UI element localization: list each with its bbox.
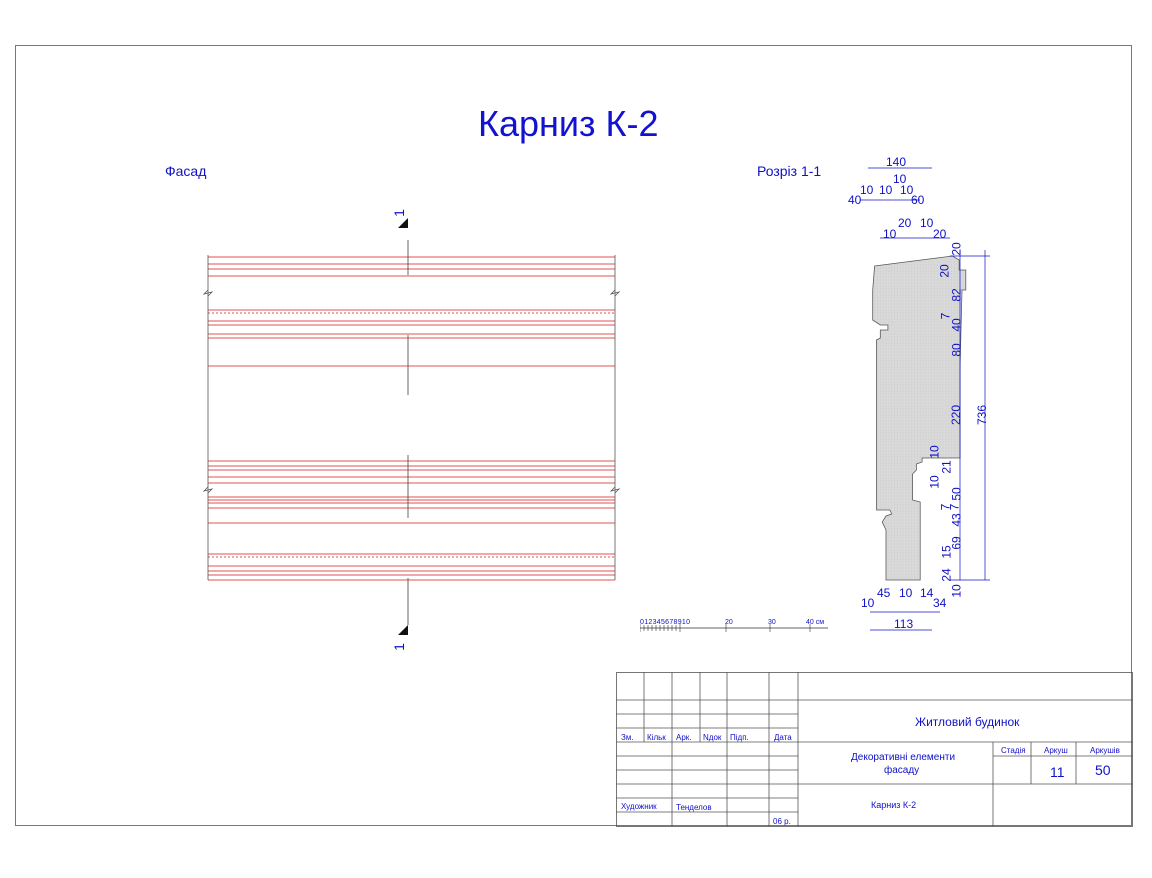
dimension-label: 40 — [848, 193, 862, 207]
facade-drawing — [202, 218, 621, 635]
drawing-frame — [15, 45, 1132, 826]
dimension-label: 20 — [937, 264, 952, 278]
section-profile-drawing — [860, 167, 990, 631]
dimension-label: 10 — [883, 227, 897, 241]
dimension-label: 40 — [949, 318, 964, 332]
project-name: Житловий будинок — [915, 715, 1020, 729]
dimension-label: 10 — [920, 216, 934, 230]
scale-bar-label: 40 см — [806, 619, 825, 626]
dimension-label: 10 — [860, 183, 874, 197]
dimension-label: 50 — [949, 487, 964, 501]
dimension-label: 140 — [886, 155, 907, 169]
section-mark-top: 1 — [390, 209, 407, 217]
title-block-col-header: Підп. — [730, 733, 749, 742]
sheets-count: 50 — [1095, 762, 1111, 778]
facade-bands — [208, 256, 615, 581]
dimension-label: 24 — [939, 568, 954, 582]
title-block-col-header: Кільк — [647, 733, 666, 742]
author-name: Тенделов — [676, 803, 712, 812]
scale-bar-label: 20 — [725, 619, 733, 626]
dimension-label: 20 — [949, 242, 964, 256]
title-block-col-header: Зм. — [621, 733, 634, 742]
title-block-col-header: Nдок — [703, 733, 722, 742]
dimension-label: 60 — [911, 193, 925, 207]
sheets-label: Аркушів — [1090, 746, 1120, 755]
scale-bar-label: 30 — [768, 619, 776, 626]
scale-bar-small-ticks: 012345678910 — [640, 619, 691, 626]
dimension-label: 10 — [927, 445, 942, 459]
drawing-title: Карниз К-2 — [478, 103, 659, 144]
dimension-label-total-height: 736 — [975, 404, 990, 426]
facade-edges — [202, 255, 621, 580]
dimension-label: 10 — [879, 183, 893, 197]
drawing-date: 06 р. — [773, 817, 791, 826]
dimension-label: 10 — [899, 586, 913, 600]
title-block-grid — [616, 672, 1133, 827]
dimension-label: 10 — [949, 584, 964, 598]
dimension-label: 82 — [949, 288, 964, 302]
stage-label: Стадія — [1001, 746, 1026, 755]
dimension-label: 10 — [927, 475, 942, 489]
section-view-label: Розріз 1-1 — [757, 163, 822, 179]
sheet-label: Аркуш — [1044, 746, 1068, 755]
section-arrow-top — [398, 218, 408, 228]
dimension-label: 80 — [949, 343, 964, 357]
dimension-label: 10 — [861, 596, 875, 610]
dimension-label: 34 — [933, 596, 947, 610]
dimension-lines — [860, 167, 990, 631]
section-arrow-bottom — [398, 625, 408, 635]
dimension-label: 10 — [893, 172, 907, 186]
title-block-col-header: Дата — [774, 733, 792, 742]
dimension-label: 14 — [920, 586, 934, 600]
dimension-label: 21 — [939, 460, 954, 474]
facade-view-label: Фасад — [165, 163, 207, 179]
dimension-label-total-width: 113 — [894, 617, 914, 631]
drawing-title-line1: Декоративні елементи — [851, 752, 956, 763]
dimension-label: 10 — [900, 183, 914, 197]
title-block-col-header: Арк. — [676, 733, 692, 742]
sheet-name: Карниз К-2 — [871, 800, 917, 810]
dimension-label: 220 — [949, 404, 964, 426]
sheet-number: 11 — [1050, 764, 1065, 780]
dimension-label: 20 — [933, 227, 947, 241]
dimension-label: 43 — [949, 513, 964, 527]
dimension-label: 45 — [877, 586, 891, 600]
dimension-label: 20 — [898, 216, 912, 230]
cornice-profile — [872, 255, 967, 581]
section-mark-bottom: 1 — [390, 643, 407, 651]
dimension-label: 7 — [947, 503, 962, 511]
scale-bar — [640, 624, 828, 632]
role-label: Художник — [621, 802, 657, 811]
drawing-title-line2: фасаду — [884, 765, 920, 776]
dimension-label: 69 — [949, 536, 964, 550]
